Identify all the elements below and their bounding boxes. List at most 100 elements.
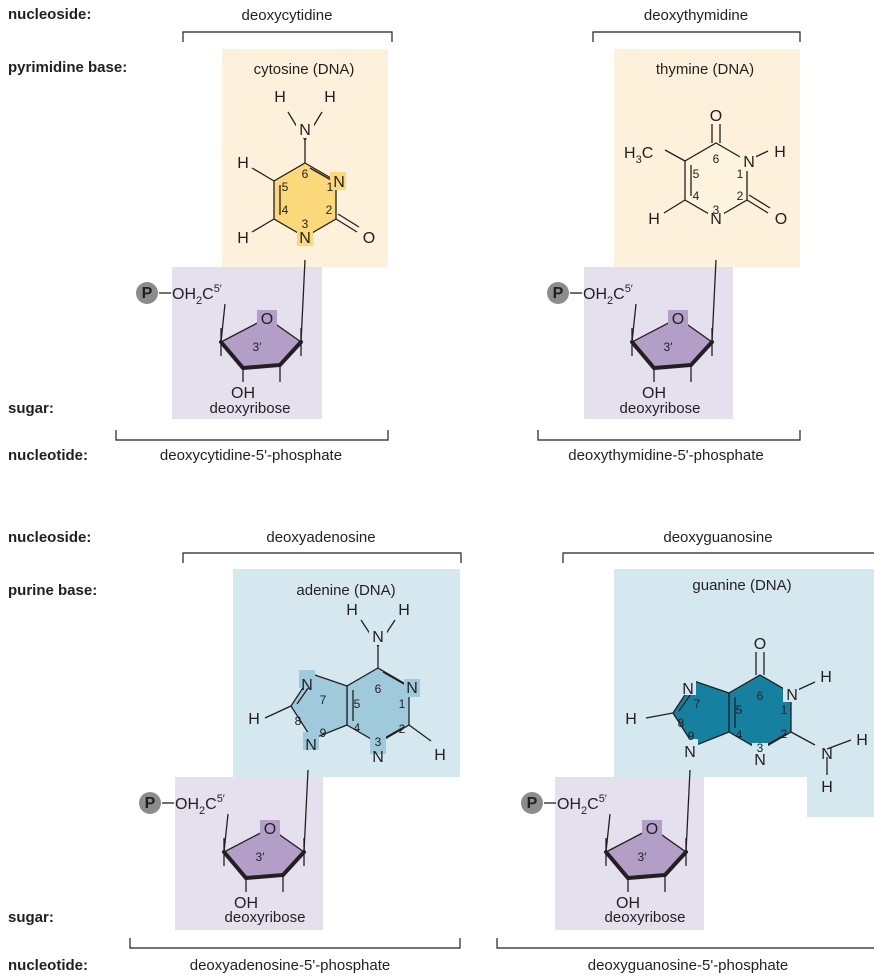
adenine-box	[233, 569, 460, 777]
atom-h2a-g: H	[856, 732, 868, 749]
base-name-c: cytosine (DNA)	[254, 61, 355, 78]
atom-n3-c: N	[333, 174, 345, 191]
ring-num: 9	[688, 729, 695, 743]
atom-o2-t: O	[775, 211, 787, 228]
atom-n1-t: N	[710, 211, 722, 228]
ring-num: 2	[737, 189, 744, 203]
nucleoside-name-a: deoxyadenosine	[266, 529, 375, 546]
nucleotide-bracket-c	[115, 430, 389, 441]
atom-o6-g: O	[754, 636, 766, 653]
ring-num: 5	[354, 697, 361, 711]
nucleoside-bracket-c	[182, 31, 393, 42]
deoxyribose-g: O P OH2C5′ 3′ OH	[519, 768, 692, 912]
nucleoside-bracket-g	[562, 552, 874, 563]
ring-num: 3	[375, 735, 382, 749]
deoxycytidine-panel: deoxycytidine cytosine (DNA) N H H N N H…	[115, 7, 393, 464]
nucleoside-bracket-a	[182, 552, 462, 563]
base-name-a: adenine (DNA)	[296, 582, 395, 599]
atom-o-sugar-g: O	[646, 821, 658, 838]
nucleoside-bracket-t	[592, 31, 801, 42]
nucleotide-label-bottom: nucleotide:	[8, 957, 88, 974]
sugar-name-c: deoxyribose	[210, 400, 291, 417]
nucleotide-name-t: deoxythymidine-5'-phosphate	[568, 447, 763, 464]
ring-num: 2	[781, 727, 788, 741]
oh2c-t: OH2C5′	[583, 283, 633, 307]
oh2c-a: OH2C5′	[175, 793, 225, 817]
phosphate-p-c: P	[142, 285, 153, 302]
nucleotide-name-c: deoxycytidine-5'-phosphate	[160, 447, 342, 464]
ring-num: 6	[757, 689, 764, 703]
nucleotide-bracket-g	[496, 938, 874, 949]
atom-h8-g: H	[625, 711, 637, 728]
base-name-t: thymine (DNA)	[656, 61, 754, 78]
deoxythymidine-panel: deoxythymidine thymine (DNA) N N O O H H…	[537, 7, 801, 464]
atom-oh-g: OH	[616, 895, 640, 912]
ring-num: 4	[282, 203, 289, 217]
sugar-label-bottom: sugar:	[8, 909, 54, 926]
phosphate-p-a: P	[145, 795, 156, 812]
methyl-t: H3C	[624, 145, 653, 166]
ring-num: 8	[295, 714, 302, 728]
prime3-g: 3′	[638, 850, 648, 864]
ring-num: 5	[693, 167, 700, 181]
atom-h2-a: H	[434, 747, 446, 764]
atom-oh-t: OH	[642, 385, 666, 402]
atom-n3-a: N	[372, 749, 384, 766]
atom-n3-t: N	[743, 154, 755, 171]
ring-num: 3	[302, 217, 309, 231]
ring-num: 1	[781, 703, 788, 717]
phosphate-p-t: P	[553, 285, 564, 302]
prime3-a: 3′	[256, 850, 266, 864]
ring-num: 2	[326, 203, 333, 217]
atom-h8-a: H	[248, 711, 260, 728]
ring-num: 3	[757, 741, 764, 755]
deoxyribose-c: O P OH2C5′ 3′ OH	[134, 258, 307, 402]
deoxyguanosine-panel: deoxyguanosine guanine (DNA) O N H N N N…	[496, 529, 874, 974]
atom-o4-t: O	[710, 108, 722, 125]
ring-num: 1	[737, 167, 744, 181]
nucleotide-name-g: deoxyguanosine-5'-phosphate	[588, 957, 789, 974]
atom-h-c6: H	[237, 230, 249, 247]
atom-n1-c: N	[299, 230, 311, 247]
prime3-c: 3′	[253, 340, 263, 354]
nucleotide-label-top: nucleotide:	[8, 447, 88, 464]
deoxyribose-t: O P OH2C5′ 3′ OH	[545, 258, 718, 402]
nucleoside-label-top: nucleoside:	[8, 6, 91, 23]
nucleoside-name-t: deoxythymidine	[644, 7, 748, 24]
ring-num: 8	[678, 716, 685, 730]
atom-o-sugar-t: O	[672, 311, 684, 328]
adenine-five-ring	[290, 673, 348, 740]
ring-num: 1	[399, 697, 406, 711]
atom-n9-a: N	[305, 737, 317, 754]
ring-num: 2	[399, 722, 406, 736]
atom-h-a2: H	[398, 602, 410, 619]
atom-n-amino-c: N	[299, 122, 311, 139]
atom-oh-a: OH	[234, 895, 258, 912]
nucleoside-name-c: deoxycytidine	[242, 7, 333, 24]
atom-h-c1: H	[274, 89, 286, 106]
phosphate-p-g: P	[527, 795, 538, 812]
atom-h-n3-t: H	[774, 144, 786, 161]
atom-h1-g: H	[820, 669, 832, 686]
atom-n1-a: N	[406, 680, 418, 697]
nucleotide-name-a: deoxyadenosine-5'-phosphate	[190, 957, 391, 974]
sugar-label-top: sugar:	[8, 400, 54, 417]
purine-base-label: purine base:	[8, 582, 97, 599]
base-name-g: guanine (DNA)	[692, 577, 791, 594]
sugar-name-a: deoxyribose	[225, 909, 306, 926]
ring-num: 4	[354, 721, 361, 735]
deoxyribose-a: O P OH2C5′ 3′ OH	[137, 768, 310, 912]
atom-n7-a: N	[301, 677, 313, 694]
oh2c-c: OH2C5′	[172, 283, 222, 307]
atom-n2-g: N	[821, 746, 833, 763]
pyrimidine-base-label: pyrimidine base:	[8, 59, 127, 76]
atom-n6-a: N	[372, 629, 384, 646]
atom-n9-g: N	[684, 744, 696, 761]
atom-h-c6-t: H	[648, 211, 660, 228]
ring-num: 6	[713, 152, 720, 166]
atom-o-sugar-c: O	[261, 311, 273, 328]
nucleotide-bracket-a	[129, 938, 461, 949]
oh2c-g: OH2C5′	[557, 793, 607, 817]
atom-h-c5: H	[237, 155, 249, 172]
